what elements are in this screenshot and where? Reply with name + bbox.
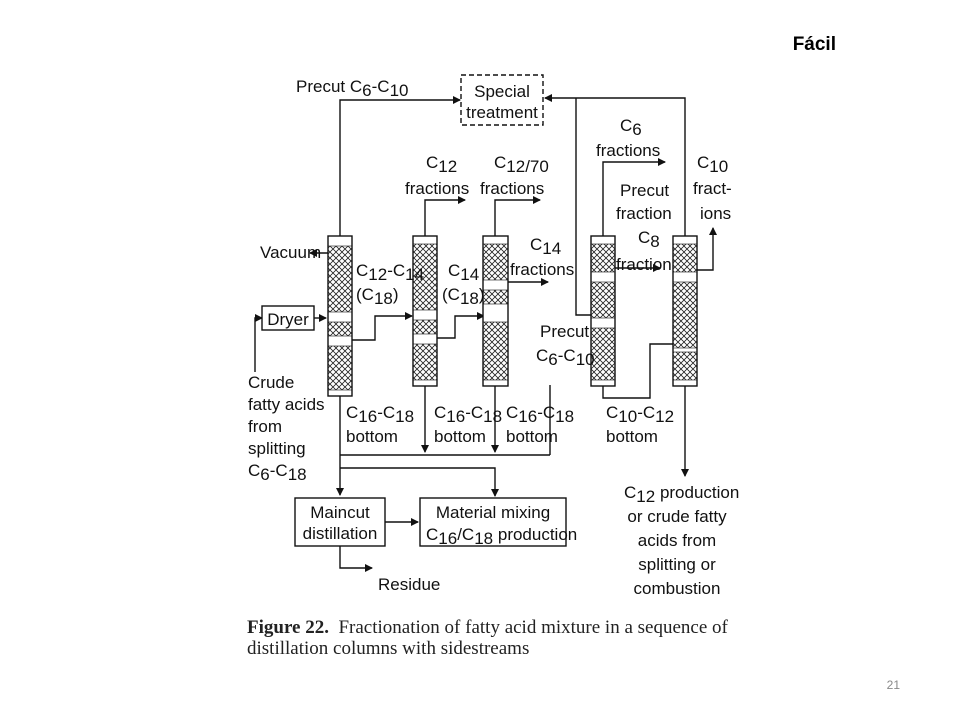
col2-bottom-label: bottom — [434, 427, 486, 446]
special-treatment-box: Special treatment — [460, 74, 544, 126]
c14b-label: C14 — [530, 235, 561, 258]
figure-caption-text: Fractionation of fatty acid mixture in a… — [247, 617, 728, 659]
col1-bottom-range: C16-C18 — [346, 403, 414, 426]
c6-fractions-label: fractions — [596, 141, 660, 160]
c18b-label: (C18) — [442, 285, 485, 308]
dryer-label: Dryer — [267, 310, 309, 329]
c12-c14-label: C12-C14 — [356, 261, 424, 284]
c10-fract-label: fract- — [693, 179, 732, 198]
material-mixing-box: Material mixing C16/C18 production — [419, 497, 577, 548]
c12-production-line3: acids from — [638, 531, 716, 550]
special-treatment-label-2: treatment — [466, 103, 538, 122]
c10-label: C10 — [697, 153, 728, 176]
c8-label: C8 — [638, 228, 660, 251]
precut-top-label: Precut C6-C10 — [296, 77, 408, 100]
figure-caption: Figure 22. Fractionation of fatty acid m… — [247, 617, 807, 659]
c6-label: C6 — [620, 116, 642, 139]
c12-production-label: C12 production — [624, 483, 739, 506]
col4-bottom-label: bottom — [606, 427, 658, 446]
c16-c18-production-label: C16/C18 production — [426, 525, 577, 548]
column-5 — [672, 235, 698, 387]
residue-label: Residue — [378, 575, 440, 594]
c1270-label: C12/70 — [494, 153, 549, 176]
precut-mid-label: Precut — [540, 322, 589, 341]
c14-fractions-label: fractions — [510, 260, 574, 279]
c14-label: C14 — [448, 261, 479, 284]
crude-label-5: C6-C18 — [248, 461, 307, 484]
column-2 — [412, 235, 438, 387]
crude-label-1: Crude — [248, 373, 294, 392]
crude-label-2: fatty acids — [248, 395, 325, 414]
precut-fraction-label-1: Precut — [620, 181, 669, 200]
c10-ions-label: ions — [700, 204, 731, 223]
maincut-label-2: distillation — [303, 524, 378, 543]
crude-label-4: splitting — [248, 439, 306, 458]
c12-fractions-label: fractions — [405, 179, 469, 198]
column-4 — [590, 235, 616, 387]
c8-fraction-label: fraction — [616, 255, 672, 274]
col4-bottom-range: C10-C12 — [606, 403, 674, 426]
production-word: production — [498, 525, 577, 544]
figure-label: Figure 22. — [247, 617, 329, 638]
maincut-distillation-box: Maincut distillation — [294, 497, 386, 547]
crude-label-3: from — [248, 417, 282, 436]
c12-label: C12 — [426, 153, 457, 176]
precut-mid-range: C6-C10 — [536, 346, 595, 369]
c12-production-line4: splitting or — [638, 555, 716, 574]
material-mixing-label: Material mixing — [436, 503, 550, 522]
maincut-label-1: Maincut — [310, 503, 370, 522]
c18-label: (C18) — [356, 285, 399, 308]
precut-fraction-label-2: fraction — [616, 204, 672, 223]
vacuum-label: Vacuum — [260, 243, 321, 262]
difficulty-tag: Fácil — [792, 34, 836, 55]
column-1 — [327, 235, 353, 397]
column-3 — [482, 235, 509, 387]
c12-production-line5: combustion — [634, 579, 721, 598]
col3-bottom-range: C16-C18 — [506, 403, 574, 426]
special-treatment-label-1: Special — [474, 82, 530, 101]
col3-bottom-label: bottom — [506, 427, 558, 446]
c1270-fractions-label: fractions — [480, 179, 544, 198]
c12-production-line2: or crude fatty — [627, 507, 727, 526]
col2-bottom-range: C16-C18 — [434, 403, 502, 426]
slide-number: 21 — [886, 678, 900, 692]
dryer-box: Dryer — [261, 305, 315, 331]
col1-bottom-label: bottom — [346, 427, 398, 446]
